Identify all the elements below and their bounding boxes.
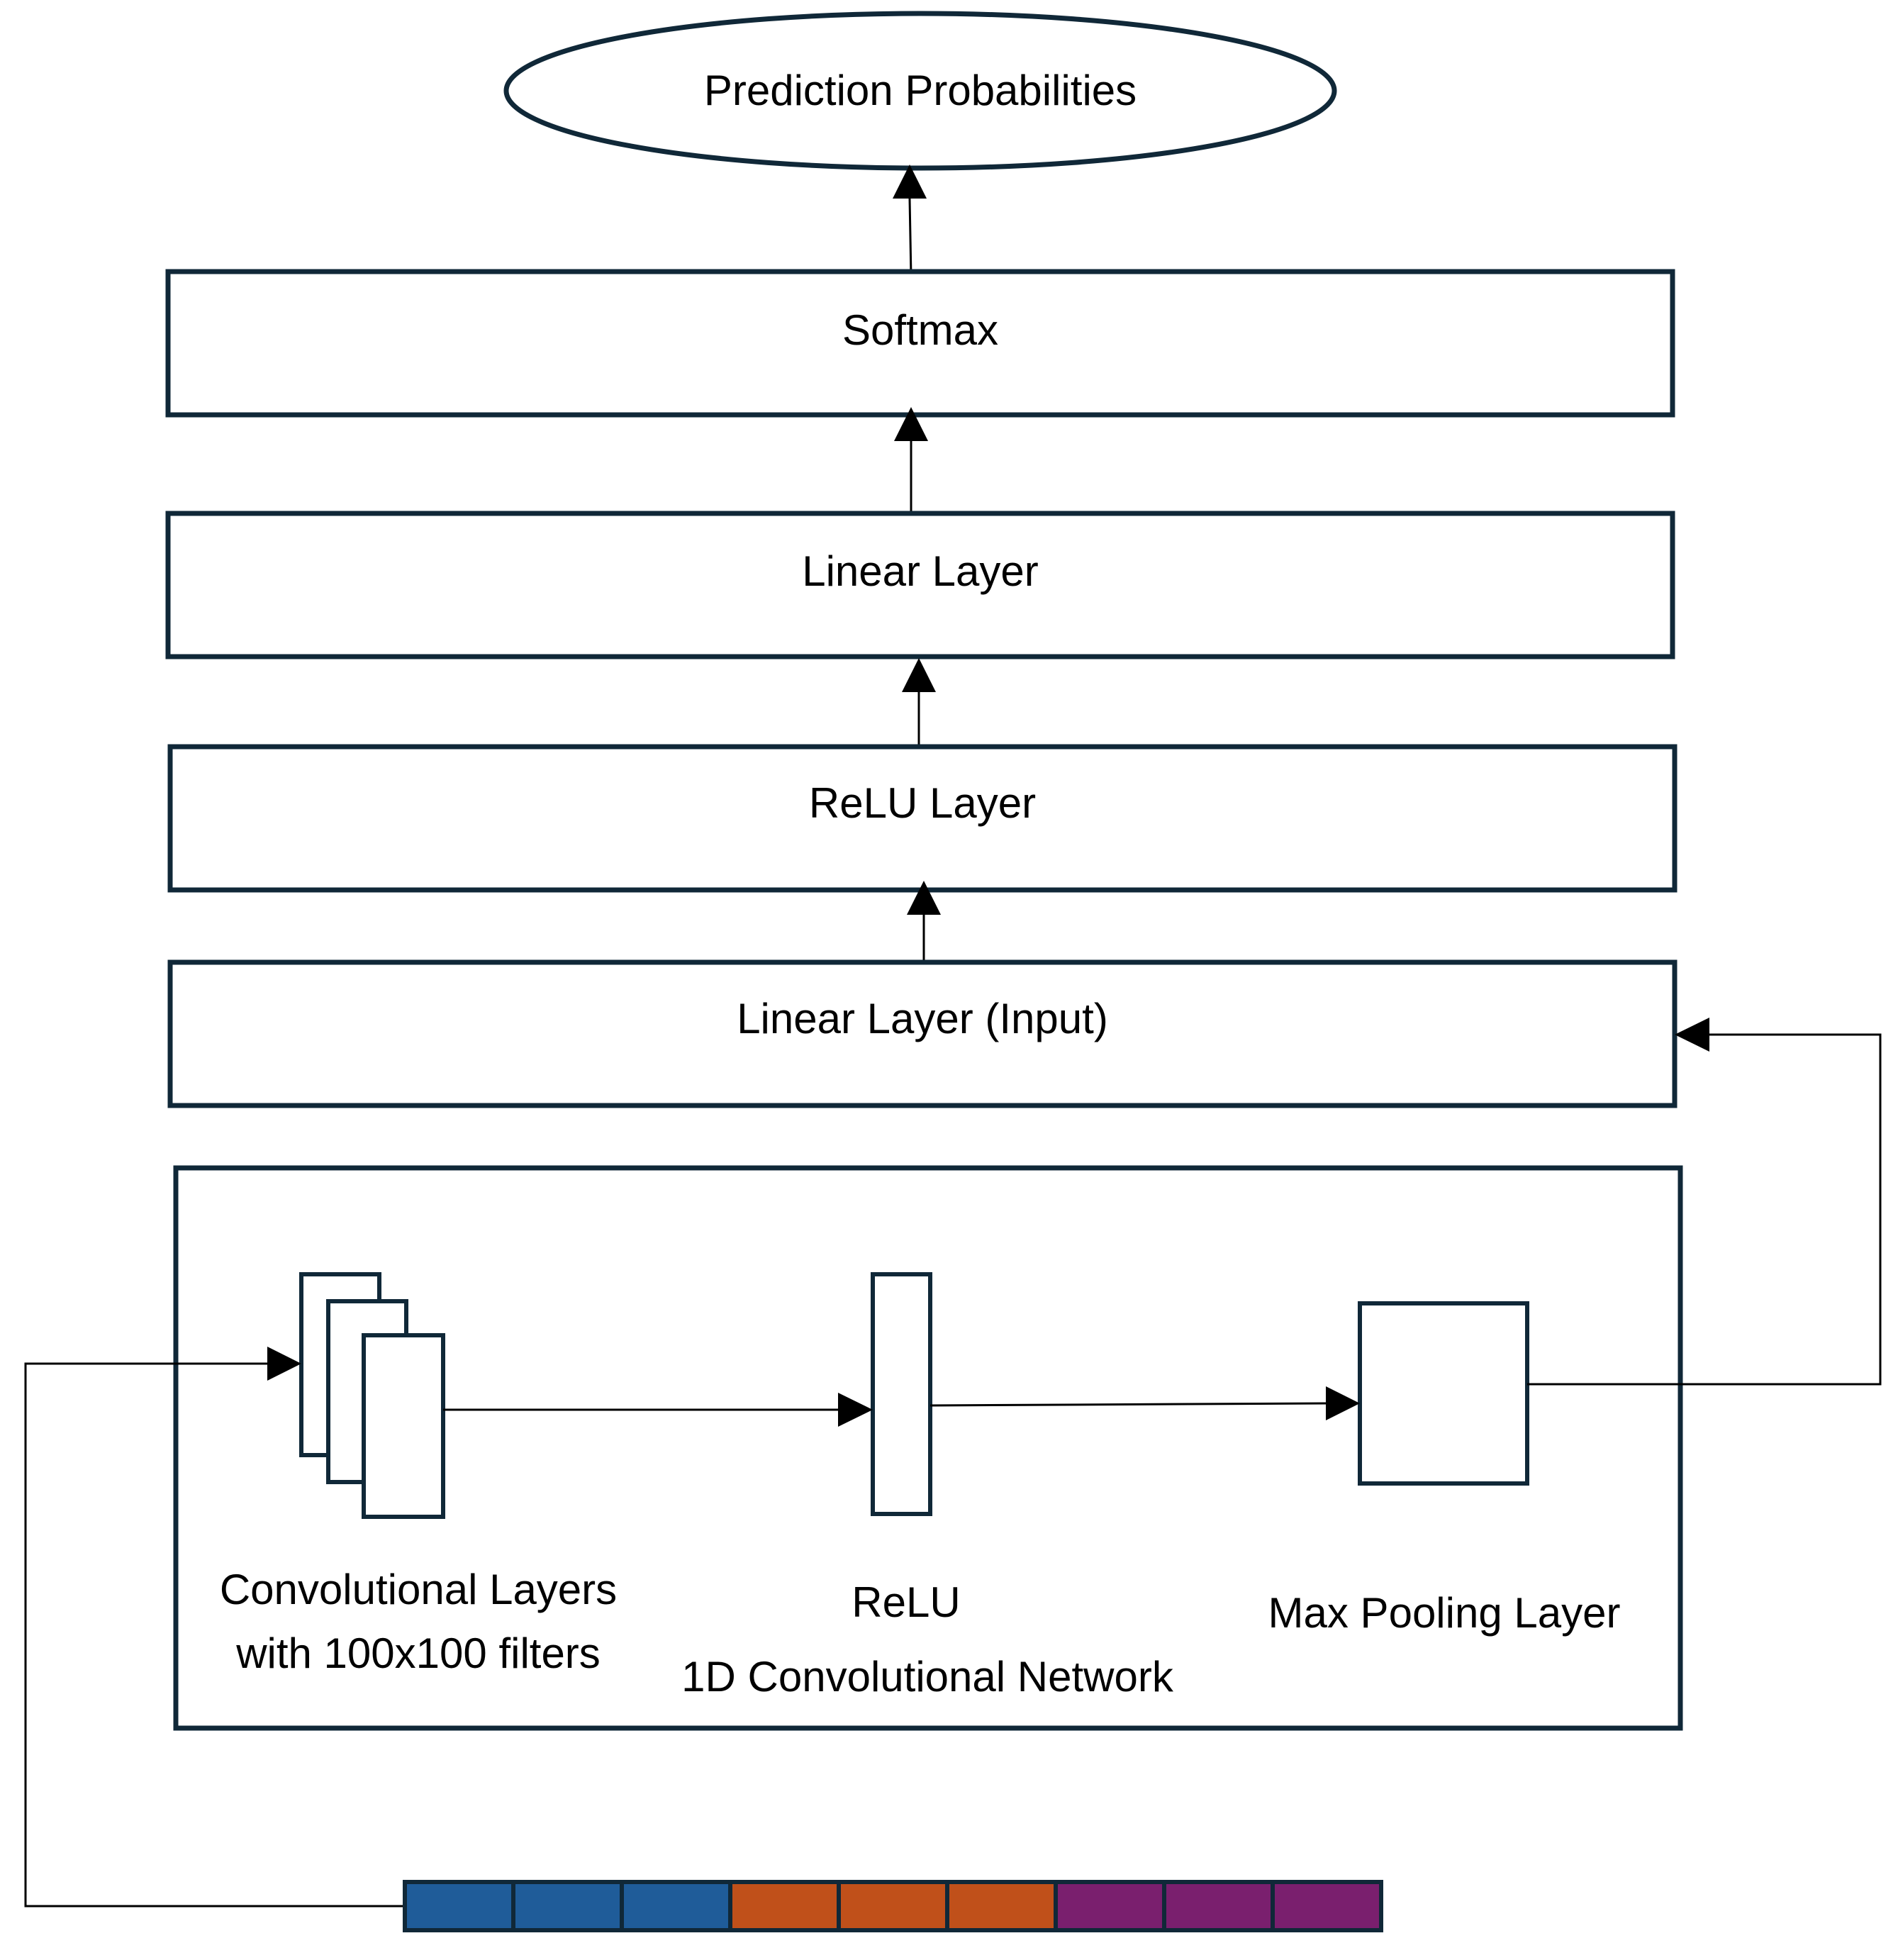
- softmax-label: Softmax: [842, 306, 998, 354]
- input-sequence-cell: [403, 1880, 515, 1932]
- input-sequence-cell: [1054, 1880, 1166, 1932]
- relu-bar: [871, 1272, 932, 1516]
- linear-input-node: Linear Layer (Input): [167, 959, 1678, 1108]
- relu-layer-box: [167, 744, 1678, 893]
- arrow-linear-input-to-relu: [907, 881, 941, 962]
- cnn-block: Convolutional Layers with 100x100 filter…: [173, 1165, 1683, 1731]
- arrow-input-to-conv: [24, 1347, 405, 1908]
- output-label: Prediction Probabilities: [704, 67, 1137, 114]
- linear-input-label: Linear Layer (Input): [737, 995, 1108, 1042]
- output-ellipse: [503, 11, 1337, 171]
- linear-box: [165, 511, 1675, 659]
- linear-input-box: [167, 959, 1678, 1108]
- input-sequence-cell: [511, 1880, 624, 1932]
- conv-label-line2: with 100x100 filters: [235, 1630, 601, 1677]
- arrow-relu-to-linear: [902, 658, 936, 748]
- max-pooling-square: [1358, 1301, 1529, 1486]
- input-sequence-cell: [945, 1880, 1058, 1932]
- linear-node: Linear Layer: [165, 511, 1675, 659]
- conv-label-line1: Convolutional Layers: [220, 1566, 617, 1613]
- arrow-linear-to-softmax: [894, 407, 928, 513]
- relu-layer-node: ReLU Layer: [167, 744, 1678, 893]
- input-sequence-cell: [1162, 1880, 1275, 1932]
- input-sequence-cell: [837, 1880, 949, 1932]
- input-sequence: [403, 1880, 1383, 1932]
- input-sequence-cell: [620, 1880, 732, 1932]
- input-sequence-cell: [1271, 1880, 1383, 1932]
- arrow-conv-to-relu: [443, 1393, 873, 1427]
- relu-label: ReLU: [852, 1578, 960, 1626]
- arrow-pool-to-linear-input: [1527, 1018, 1882, 1386]
- conv-filters-icon: [299, 1272, 445, 1519]
- input-sequence-cell: [728, 1880, 841, 1932]
- linear-label: Linear Layer: [802, 547, 1039, 595]
- arrow-relu-to-pool: [930, 1386, 1360, 1420]
- network-label: 1D Convolutional Network: [681, 1653, 1174, 1700]
- relu-layer-label: ReLU Layer: [809, 779, 1036, 827]
- pool-label: Max Pooling Layer: [1268, 1589, 1621, 1637]
- output-node: Prediction Probabilities: [503, 11, 1337, 171]
- softmax-box: [165, 269, 1675, 418]
- arrow-softmax-to-output: [893, 165, 927, 277]
- softmax-node: Softmax: [165, 269, 1675, 418]
